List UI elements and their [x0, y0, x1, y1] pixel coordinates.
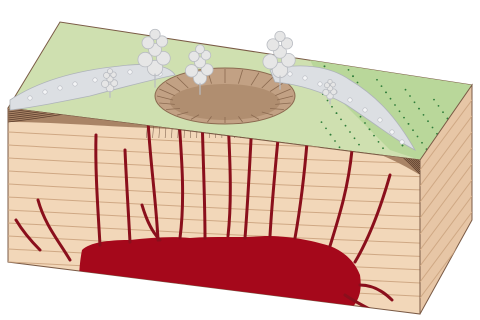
ash-speckle: [363, 108, 367, 112]
ash-speckle: [348, 98, 352, 102]
grass-dot: [409, 95, 411, 97]
grass-dot: [376, 79, 378, 81]
steam-puff: [107, 69, 112, 74]
ash-speckle: [128, 70, 132, 74]
steam-puff: [328, 79, 332, 83]
ash-speckle: [58, 86, 62, 90]
grass-dot: [438, 105, 440, 107]
grass-dot: [339, 146, 341, 148]
grass-dot: [442, 111, 444, 113]
grass-dot: [385, 92, 387, 94]
grass-dot: [348, 69, 350, 71]
grass-dot: [331, 106, 333, 108]
grass-dot: [414, 101, 416, 103]
grass-dot: [369, 128, 371, 130]
ash-speckle: [318, 82, 322, 86]
grass-dot: [405, 89, 407, 91]
grass-dot: [427, 120, 429, 122]
grass-dot: [334, 140, 336, 142]
grass-dot: [418, 108, 420, 110]
grass-dot: [417, 136, 419, 138]
grass-dot: [325, 127, 327, 129]
grass-dot: [330, 134, 332, 136]
grass-dot: [340, 119, 342, 121]
grass-dot: [433, 99, 435, 101]
grass-dot: [408, 123, 410, 125]
ash-speckle: [28, 96, 32, 100]
grass-dot: [336, 112, 338, 114]
grass-dot: [382, 147, 384, 149]
grass-dot: [421, 142, 423, 144]
grass-dot: [345, 125, 347, 127]
grass-dot: [327, 100, 329, 102]
ash-speckle: [93, 78, 97, 82]
grass-dot: [423, 114, 425, 116]
grass-dot: [402, 145, 404, 147]
ash-speckle: [378, 118, 382, 122]
grass-dot: [321, 121, 323, 123]
ash-speckle: [43, 90, 47, 94]
grass-dot: [373, 135, 375, 137]
grass-dot: [378, 141, 380, 143]
steam-puff: [275, 31, 285, 41]
ash-speckle: [400, 140, 404, 144]
grass-dot: [403, 117, 405, 119]
grass-dot: [357, 82, 359, 84]
steam-puff: [150, 29, 160, 39]
ash-speckle: [288, 72, 292, 76]
grass-dot: [354, 137, 356, 139]
grass-dot: [324, 65, 326, 67]
ash-speckle: [303, 76, 307, 80]
grass-dot: [381, 85, 383, 87]
steam-puff: [196, 45, 205, 54]
grass-dot: [399, 110, 401, 112]
grass-dot: [364, 122, 366, 124]
grass-dot: [390, 98, 392, 100]
grass-dot: [349, 131, 351, 133]
grass-dot: [432, 127, 434, 129]
ash-speckle: [390, 130, 394, 134]
ash-speckle: [73, 82, 77, 86]
grass-dot: [352, 75, 354, 77]
grass-dot: [360, 116, 362, 118]
grass-dot: [358, 144, 360, 146]
grass-dot: [394, 104, 396, 106]
grass-dot: [412, 129, 414, 131]
